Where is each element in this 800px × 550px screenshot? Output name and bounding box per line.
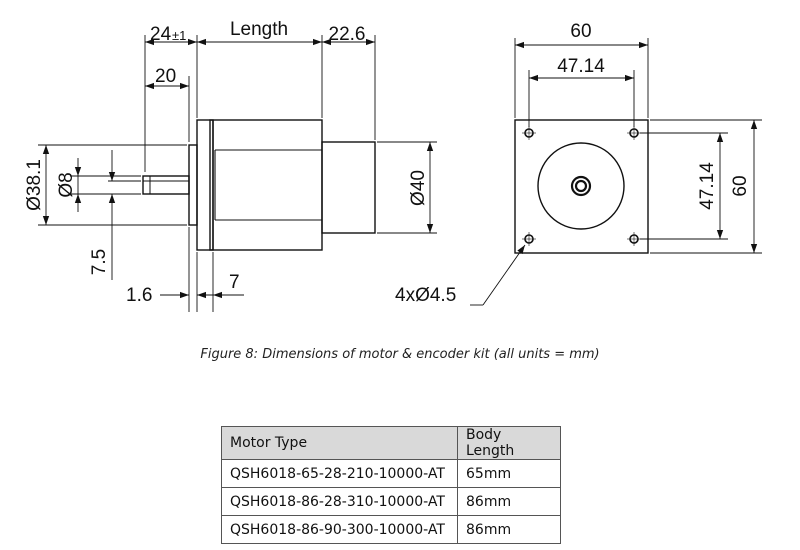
front-view-dimension-texts: 60 47.14 47.14 60 4xØ4.5 (395, 21, 751, 306)
motor-shaft (142, 175, 190, 195)
mounting-holes (524, 128, 639, 244)
dim-holes-text: 4xØ4.5 (395, 285, 456, 306)
cell-motor-type: QSH6018-65-28-210-10000-AT (221, 459, 458, 488)
cell-body-length: 86mm (457, 487, 561, 516)
cell-body-length: 86mm (457, 515, 561, 544)
cell-body-length: 65mm (457, 459, 561, 488)
table-header-row: Motor Type Body Length (221, 426, 561, 460)
dim-47-14-right-text: 47.14 (697, 162, 718, 210)
front-pilot-circle (537, 142, 625, 230)
dim-60-right-text: 60 (730, 175, 751, 196)
dim-7-5-text: 7.5 (89, 249, 110, 275)
dim-24-text: 24 (150, 24, 172, 45)
motor-dimension-drawing: 24 ±1 Length 22.6 20 Ø38.1 Ø8 7.5 Ø40 1.… (24, 19, 762, 312)
header-body-length: Body Length (457, 426, 561, 460)
dim-40-text: Ø40 (408, 170, 429, 206)
dim-24-tolerance: ±1 (172, 28, 186, 43)
motor-front-view (514, 119, 649, 254)
cell-motor-type: QSH6018-86-90-300-10000-AT (221, 515, 458, 544)
figure-caption: Figure 8: Dimensions of motor & encoder … (200, 347, 600, 362)
table-row: QSH6018-65-28-210-10000-AT 65mm (221, 459, 561, 488)
encoder-housing (321, 141, 376, 234)
cell-motor-type: QSH6018-86-28-310-10000-AT (221, 487, 458, 516)
table-row: QSH6018-86-90-300-10000-AT 86mm (221, 515, 561, 544)
dim-7-text: 7 (229, 272, 240, 293)
front-flange-square (514, 119, 649, 254)
dim-20-text: 20 (155, 66, 176, 87)
dim-1-6-text: 1.6 (126, 285, 152, 306)
motor-spec-table: Motor Type Body Length QSH6018-65-28-210… (221, 426, 561, 544)
side-view-dimension-texts: 24 ±1 Length 22.6 20 Ø38.1 Ø8 7.5 Ø40 1.… (24, 19, 429, 306)
side-view-dimension-lines (38, 35, 437, 312)
table-row: QSH6018-86-28-310-10000-AT 86mm (221, 487, 561, 516)
header-motor-type: Motor Type (221, 426, 458, 460)
dim-length-text: Length (230, 19, 288, 40)
dim-60-top-text: 60 (570, 21, 591, 42)
motor-body (209, 119, 323, 251)
front-shaft-outer (570, 175, 592, 197)
front-view-dimension-lines (470, 38, 762, 306)
dim-22-6-text: 22.6 (329, 24, 366, 45)
front-shaft-inner (574, 179, 588, 193)
dim-8-text: Ø8 (56, 172, 77, 197)
dim-38-1-text: Ø38.1 (24, 159, 45, 211)
motor-side-view (142, 119, 376, 251)
pilot-boss (188, 144, 198, 226)
dim-47-14-top-text: 47.14 (557, 56, 605, 77)
